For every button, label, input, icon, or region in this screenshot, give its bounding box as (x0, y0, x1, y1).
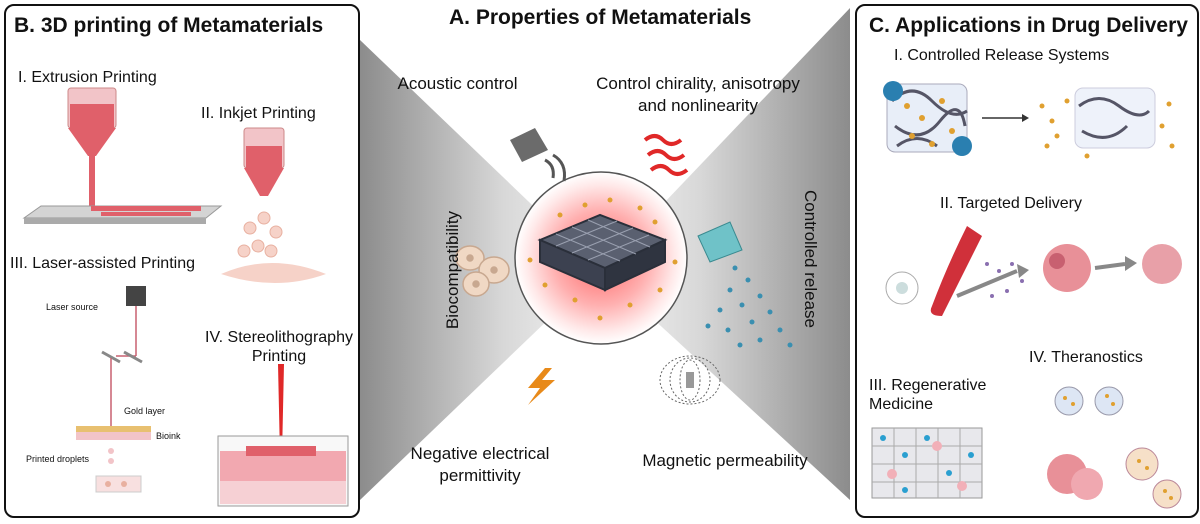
label-laser-source: Laser source (46, 302, 99, 312)
label-controlled-release: I. Controlled Release Systems (894, 47, 1110, 64)
panel-3d-printing: B. 3D printing of Metamaterials I. Extru… (4, 4, 360, 518)
heat-waves-icon (643, 134, 689, 176)
extrusion-printer-icon (22, 87, 223, 224)
label-stereo: IV. Stereolithography Printing (205, 329, 353, 365)
targeted-delivery-icon (885, 226, 1182, 316)
stereolithography-icon (217, 364, 349, 507)
label-targeted-delivery: II. Targeted Delivery (940, 195, 1082, 212)
label-inkjet: II. Inkjet Printing (201, 105, 316, 122)
label-printed-droplets: Printed droplets (26, 454, 90, 464)
theranostics-icon (1047, 386, 1182, 509)
panel-drug-delivery: C. Applications in Drug Delivery I. Cont… (855, 4, 1199, 518)
prop-acoustic: Acoustic control (397, 74, 518, 93)
laser-printer-icon (76, 286, 151, 493)
lightning-icon (528, 368, 555, 405)
center-title: A. Properties of Metamaterials (449, 6, 752, 29)
prop-negative: Negative electrical permittivity (410, 444, 550, 485)
prop-biocompat: Biocompatibility (443, 210, 462, 330)
label-gold-layer: Gold layer (124, 406, 166, 416)
panel-c-title: C. Applications in Drug Delivery (869, 14, 1188, 37)
drug-dots-icon (527, 197, 678, 321)
label-laser: III. Laser-assisted Printing (10, 255, 195, 272)
prop-magnetic: Magnetic permeability (642, 451, 808, 470)
printing-illustrations (22, 87, 349, 507)
cells-icon (455, 245, 510, 297)
capsule-pour-icon (697, 221, 793, 348)
label-extrusion: I. Extrusion Printing (18, 69, 157, 86)
inkjet-printer-icon (221, 127, 326, 283)
prop-controlled: Controlled release (801, 190, 820, 328)
magnetic-field-icon (659, 355, 721, 405)
prop-chirality: Control chirality, anisotropy and nonlin… (596, 74, 800, 115)
controlled-release-icon (883, 81, 1175, 159)
lattice-block-icon (537, 213, 668, 292)
label-theranostics: IV. Theranostics (1029, 349, 1143, 366)
speaker-icon (510, 128, 566, 182)
label-regenerative: III. Regenerative Medicine (869, 377, 987, 413)
regenerative-grid-icon (871, 427, 983, 499)
label-bioink: Bioink (156, 431, 181, 441)
application-illustrations (871, 81, 1182, 509)
panel-b-title: B. 3D printing of Metamaterials (14, 14, 324, 37)
